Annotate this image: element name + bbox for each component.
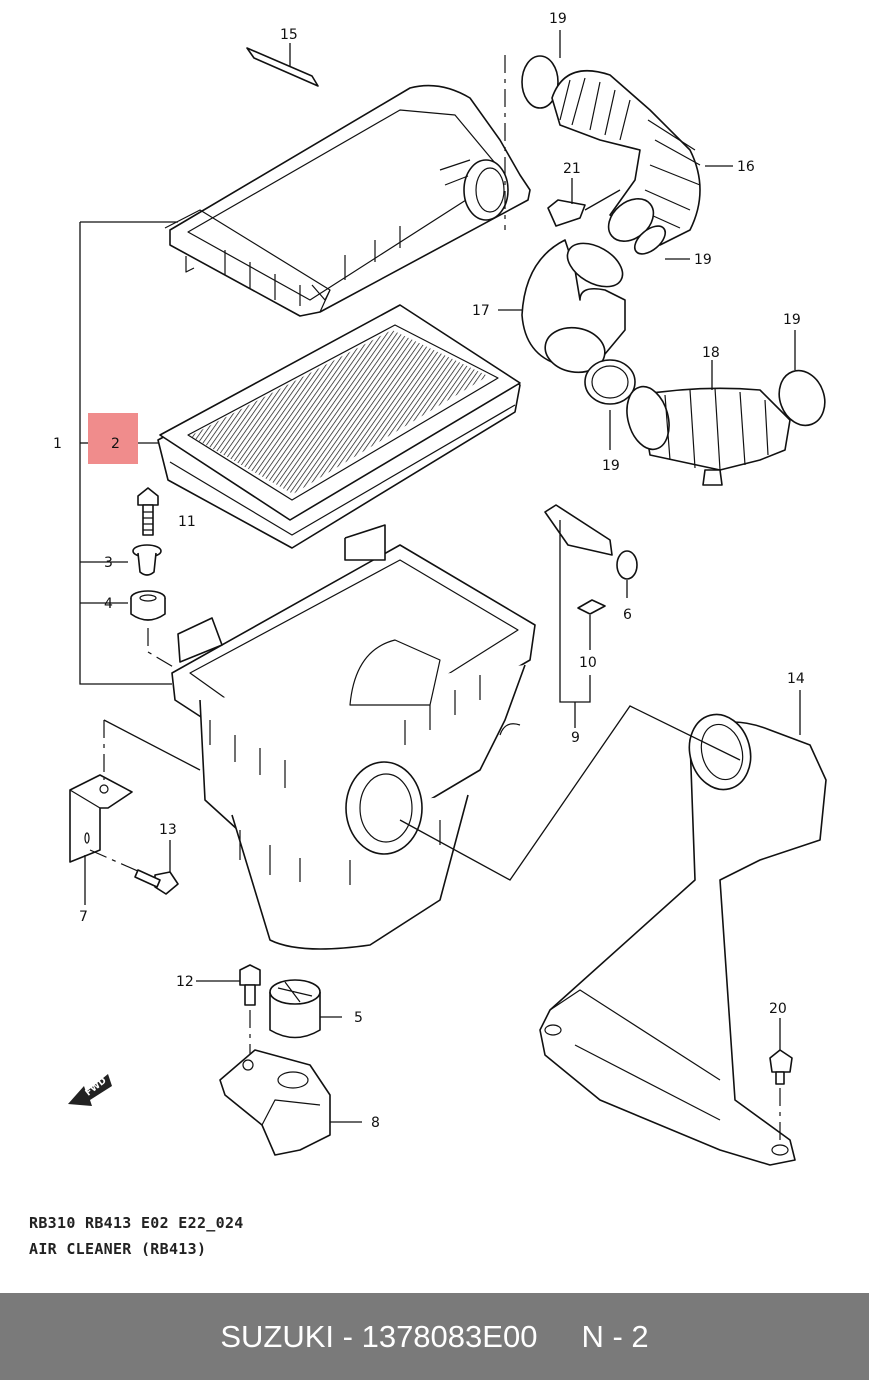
part-10-pad xyxy=(577,599,606,650)
fwd-arrow-icon xyxy=(68,1074,112,1106)
part-11-bolt xyxy=(137,487,159,536)
clamp-19-group xyxy=(559,30,826,450)
callout-2: 2 xyxy=(111,436,120,452)
caption-title: AIR CLEANER (RB413) xyxy=(29,1240,207,1258)
part-9-bracket xyxy=(544,504,613,728)
footer-diagram-code: N - 2 xyxy=(581,1318,649,1354)
callout-12: 12 xyxy=(176,974,194,990)
callout-15: 15 xyxy=(280,27,298,43)
callout-13: 13 xyxy=(159,822,177,838)
part-15-strip xyxy=(246,43,319,87)
part-20-bolt xyxy=(769,1018,793,1140)
callout-5: 5 xyxy=(354,1010,363,1026)
callout-1: 1 xyxy=(53,436,62,452)
lower-case xyxy=(171,524,536,950)
part-6-nut xyxy=(616,550,638,598)
callout-20: 20 xyxy=(769,1001,787,1017)
callout-17: 17 xyxy=(472,303,490,319)
callout-9: 9 xyxy=(571,730,580,746)
callout-16: 16 xyxy=(737,159,755,175)
parts-diagram: 1 2 3 4 5 6 7 8 9 10 11 12 13 14 15 16 1… xyxy=(53,11,827,1166)
part-2-filter xyxy=(157,304,521,549)
footer-part-number: SUZUKI - 1378083E00 xyxy=(220,1318,538,1354)
part-5-mount xyxy=(269,979,342,1039)
part-17-hose xyxy=(498,239,626,374)
callout-18: 18 xyxy=(702,345,720,361)
callout-19-right: 19 xyxy=(783,312,801,328)
part-14-duct xyxy=(399,690,827,1166)
callout-19-top: 19 xyxy=(549,11,567,27)
part-13-bolt xyxy=(134,840,179,895)
callout-11: 11 xyxy=(178,514,196,530)
callout-7: 7 xyxy=(79,909,88,925)
callout-21: 21 xyxy=(563,161,581,177)
caption-model-codes: RB310 RB413 E02 E22_024 xyxy=(29,1214,244,1232)
callout-19-bottom: 19 xyxy=(602,458,620,474)
upper-cover xyxy=(164,84,531,317)
callout-3: 3 xyxy=(104,555,113,571)
group-bracket-1 xyxy=(79,221,178,685)
highlight-marker xyxy=(88,413,138,464)
callout-10: 10 xyxy=(579,655,597,671)
part-3-grommet xyxy=(132,544,162,576)
callout-4: 4 xyxy=(104,596,113,612)
part-21-sensor xyxy=(547,178,621,227)
callout-14: 14 xyxy=(787,671,805,687)
part-16-hose xyxy=(521,55,733,255)
callout-19-mid: 19 xyxy=(694,252,712,268)
part-8-bracket xyxy=(219,1049,362,1156)
footer-bar: SUZUKI - 1378083E00 N - 2 xyxy=(0,1293,869,1380)
part-18-hose xyxy=(626,360,791,486)
callout-8: 8 xyxy=(371,1115,380,1131)
part-4-mount xyxy=(130,590,166,621)
part-7-bracket xyxy=(69,719,201,905)
callout-6: 6 xyxy=(623,607,632,623)
